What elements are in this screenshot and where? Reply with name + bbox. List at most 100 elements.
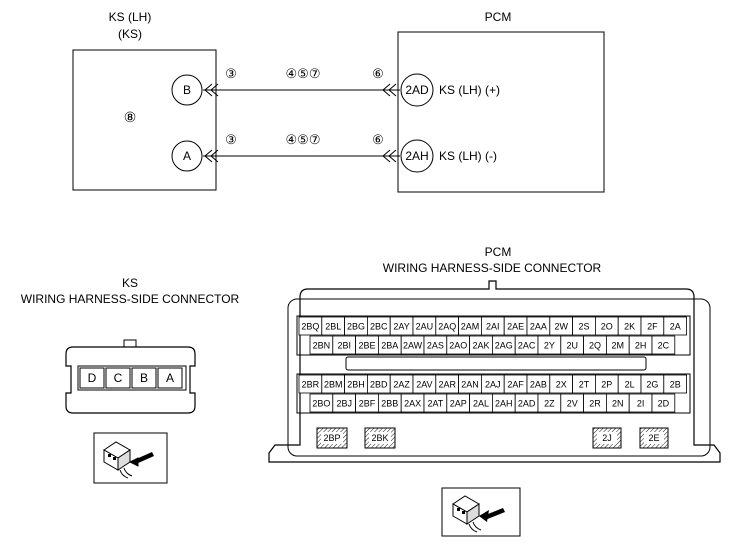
wire-2-ks-arrow-icon — [204, 149, 219, 163]
pcm-connector-pin-2bp-label: 2BP — [323, 433, 340, 443]
pcm-connector-pin-label: 2U — [566, 341, 578, 351]
ks-title: KS (LH) — [109, 10, 152, 24]
ks-connector-pin-b — [131, 367, 157, 389]
pcm-connector-pin-label: 2I — [637, 399, 645, 409]
ks-component-box — [72, 49, 217, 191]
pcm-connector-pin-label: 2H — [635, 341, 647, 351]
pcm-signal-minus: KS (LH) (-) — [439, 149, 497, 163]
pcm-connector-pin-label: 2AK — [472, 341, 489, 351]
ks-connector-pin-a — [157, 367, 183, 389]
pcm-connector-pin-label: 2BC — [370, 322, 388, 332]
pcm-connector-pin-label: 2C — [658, 341, 670, 351]
wire-1-pcm-mark: ⑥ — [372, 66, 384, 81]
pcm-connector-pin-label: 2F — [647, 322, 658, 332]
pcm-connector-pin-label: 2L — [625, 380, 635, 390]
pcm-connector-pin-label: 2AJ — [485, 380, 501, 390]
pcm-connector-pin-label: 2BQ — [301, 322, 319, 332]
pcm-harness-view-icon — [441, 487, 521, 537]
pcm-connector-pin-label: 2AB — [530, 380, 547, 390]
pcm-connector-pin-label: 2A — [670, 322, 681, 332]
pcm-connector-pin-label: 2M — [612, 341, 625, 351]
pcm-connector-pin-label: 2AS — [427, 341, 444, 351]
pcm-connector-pin-label: 2AI — [486, 322, 500, 332]
pcm-connector-pin-label: 2BL — [325, 322, 341, 332]
pcm-connector-pin-label: 2AC — [518, 341, 536, 351]
pcm-connector-pin-label: 2K — [624, 322, 635, 332]
pcm-connector-pin-label: 2P — [601, 380, 612, 390]
pcm-connector-pin-label: 2AG — [495, 341, 513, 351]
ks-subtitle: (KS) — [118, 27, 142, 41]
pcm-connector-pin-label: 2Q — [589, 341, 601, 351]
pcm-connector-pin-2c — [651, 335, 676, 355]
pcm-connector-pin-label: 2Z — [544, 399, 555, 409]
pcm-connector-pin-label: 2BH — [347, 380, 365, 390]
pcm-connector-pin-label: 2AP — [450, 399, 467, 409]
ks-connector-pin-d — [79, 367, 105, 389]
pcm-connector-pin-label: 2AH — [495, 399, 513, 409]
pcm-connector-pin-label: 2X — [556, 380, 567, 390]
wire-2-pcm-arrow-icon — [382, 149, 397, 163]
pcm-connector-title: PCM — [485, 245, 512, 259]
ks-pin-b-label: B — [183, 83, 191, 97]
pcm-connector-pin-label: 2BG — [347, 322, 365, 332]
ks-connector-pin-b-label: B — [140, 371, 148, 385]
ks-note-mark: ⑧ — [124, 109, 137, 125]
pcm-connector-pin-label: 2AD — [518, 399, 536, 409]
ks-connector-pin-c — [105, 367, 131, 389]
pcm-connector-pin-label: 2B — [670, 380, 681, 390]
wire-1-middle-marks: ④⑤⑦ — [286, 66, 321, 81]
pcm-connector-pin-2a — [663, 316, 687, 336]
pcm-connector-pin-label: 2V — [567, 399, 578, 409]
pcm-connector-pin-label: 2AE — [507, 322, 524, 332]
pcm-connector-pin-label: 2BJ — [336, 399, 352, 409]
pcm-connector-pin-label: 2AQ — [438, 322, 456, 332]
wire-1-ks-arrow-icon — [204, 83, 219, 97]
pcm-connector-pin-label: 2Y — [544, 341, 555, 351]
pcm-connector-pin-label: 2BF — [359, 399, 376, 409]
pcm-connector-pin-label: 2N — [612, 399, 624, 409]
ks-connector-pin-d-label: D — [88, 371, 97, 385]
ks-harness-view-icon — [93, 432, 168, 484]
pcm-connector-pin-label: 2AA — [530, 322, 547, 332]
ks-connector-pins: D C B A — [79, 367, 183, 389]
pcm-connector-pin-label: 2AL — [473, 399, 489, 409]
pcm-connector-bottom-pins: 2BP 2BK 2J 2E — [316, 427, 669, 449]
ks-connector-pin-c-label: C — [114, 371, 123, 385]
pcm-connector-pin-label: 2BR — [302, 380, 320, 390]
pcm-connector-pin-label: 2AU — [416, 322, 434, 332]
pcm-connector-pin-label: 2R — [589, 399, 601, 409]
pcm-connector-pin-label: 2T — [579, 380, 590, 390]
ks-pin-a — [171, 140, 203, 172]
pcm-connector-pin-label: 2AF — [507, 380, 524, 390]
pcm-connector-pin-label: 2AW — [403, 341, 423, 351]
wire-2-middle-marks: ④⑤⑦ — [286, 132, 321, 147]
pcm-pin-2ah-label: 2AH — [405, 149, 428, 163]
pcm-connector-pin-label: 2AZ — [393, 380, 410, 390]
pcm-connector-pin-label: 2O — [601, 322, 613, 332]
pcm-pin-2ad — [400, 73, 434, 107]
pcm-connector-pin-label: 2BI — [337, 341, 351, 351]
pcm-connector-pin-label: 2BB — [381, 399, 398, 409]
pcm-connector-pin-2bk-label: 2BK — [371, 433, 388, 443]
pcm-connector-pin-label: 2AX — [404, 399, 421, 409]
ks-pin-a-label: A — [183, 149, 191, 163]
pcm-connector-pin-2j-label: 2J — [602, 433, 612, 443]
ks-connector-pin-a-label: A — [166, 371, 174, 385]
pcm-connector-pin-label: 2BM — [324, 380, 343, 390]
wire-2-ks-mark: ③ — [225, 132, 237, 147]
pcm-component-box — [397, 31, 605, 193]
pcm-connector-pin-label: 2AM — [461, 322, 480, 332]
pcm-connector-pin-label: 2BE — [358, 341, 375, 351]
wire-2-pcm-mark: ⑥ — [372, 132, 384, 147]
wire-1-ks-mark: ③ — [225, 66, 237, 81]
pcm-connector-pin-label: 2S — [578, 322, 589, 332]
pcm-signal-plus: KS (LH) (+) — [439, 83, 500, 97]
pcm-connector-pin-label: 2AY — [393, 322, 409, 332]
pcm-connector-pin-label: 2AO — [449, 341, 467, 351]
pcm-connector-pin-label: 2AT — [427, 399, 443, 409]
ks-pin-b — [171, 74, 203, 106]
pcm-connector-pin-label: 2AN — [461, 380, 479, 390]
pcm-connector-pin-label: 2W — [554, 322, 568, 332]
